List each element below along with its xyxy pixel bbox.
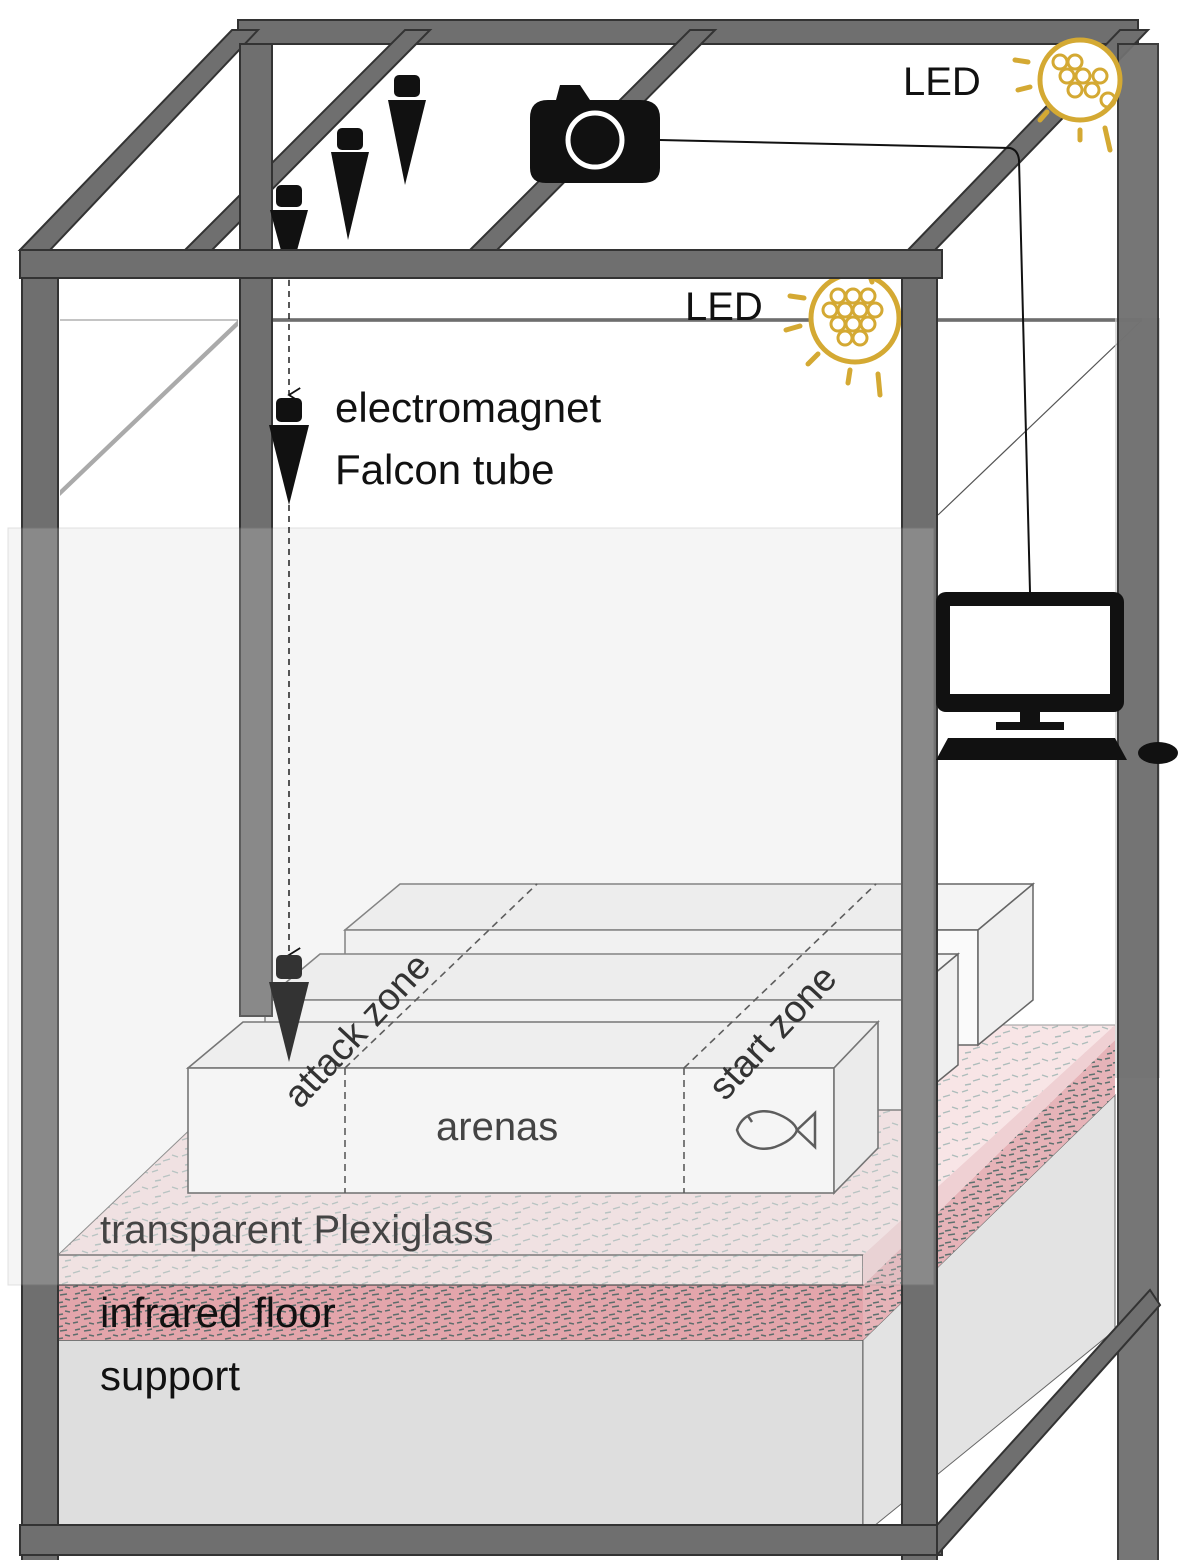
- led-icon: [783, 267, 902, 398]
- led-front-label: LED: [685, 285, 763, 329]
- support-label: support: [100, 1352, 240, 1399]
- led-icon: [1012, 37, 1123, 153]
- arena-front: [185, 1020, 880, 1195]
- computer-icon: [936, 592, 1127, 760]
- falcon-tube-icon: [270, 75, 426, 280]
- electromagnet-icon: [269, 398, 309, 505]
- plexiglass-label: transparent Plexiglass: [100, 1208, 494, 1252]
- zone-dividers: [344, 883, 877, 1193]
- frame-front: [19, 249, 1162, 1560]
- arenas-label: arenas: [436, 1105, 558, 1149]
- fish-icon: [735, 1110, 817, 1150]
- led-top-label: LED: [903, 60, 981, 104]
- infrared-floor-label: infrared floor: [100, 1289, 336, 1336]
- camera-icon: [530, 85, 660, 183]
- glass-panel-overlay: [7, 319, 935, 1286]
- camera-cable: [659, 139, 1031, 593]
- falcon-tube-label: Falcon tube: [335, 446, 554, 493]
- falcon-tube-drop-icon: [269, 955, 309, 1062]
- electromagnet-label: electromagnet: [335, 384, 601, 431]
- mouse-icon: [1138, 742, 1178, 764]
